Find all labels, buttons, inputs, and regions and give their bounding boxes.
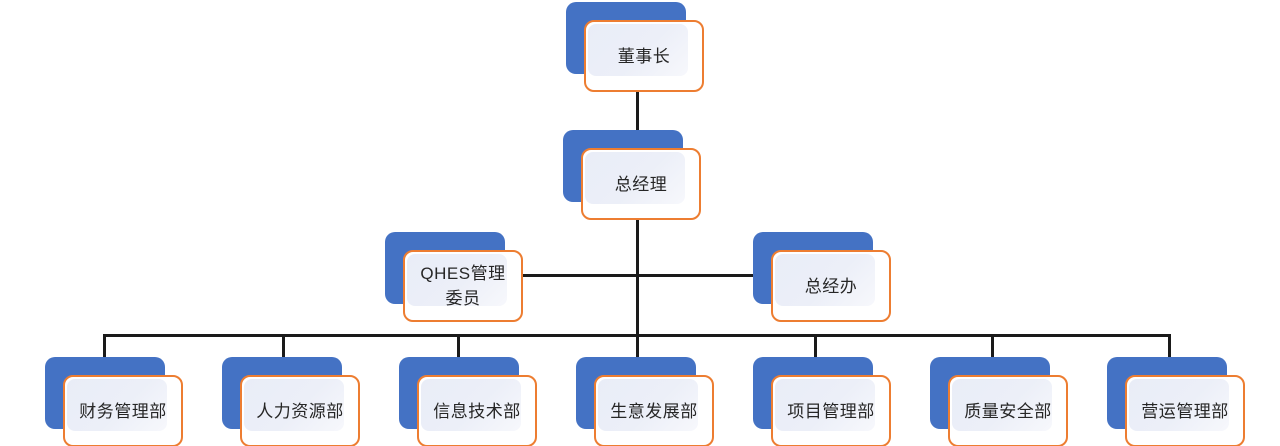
connector-chairman-to-gm bbox=[636, 85, 639, 141]
node-card-fill bbox=[775, 379, 875, 431]
node-card bbox=[584, 20, 704, 92]
org-node-department-quality-safety[interactable]: 质量安全部 bbox=[930, 357, 1068, 446]
node-card bbox=[417, 375, 537, 446]
node-card-fill bbox=[588, 24, 688, 76]
connector-drop-operations bbox=[1168, 334, 1171, 366]
connector-drop-quality bbox=[991, 334, 994, 366]
node-card bbox=[771, 375, 891, 446]
node-card bbox=[63, 375, 183, 446]
node-card-fill bbox=[1129, 379, 1229, 431]
org-node-general-manager-office[interactable]: 总经办 bbox=[753, 232, 891, 322]
connector-drop-business bbox=[636, 334, 639, 366]
node-card bbox=[1125, 375, 1245, 446]
connector-drop-project bbox=[814, 334, 817, 366]
org-node-department-operations-management[interactable]: 营运管理部 bbox=[1107, 357, 1245, 446]
node-card-fill bbox=[67, 379, 167, 431]
node-card-fill bbox=[775, 254, 875, 306]
node-card bbox=[771, 250, 891, 322]
node-card-fill bbox=[244, 379, 344, 431]
org-node-department-human-resources[interactable]: 人力资源部 bbox=[222, 357, 360, 446]
org-node-department-information-technology[interactable]: 信息技术部 bbox=[399, 357, 537, 446]
node-card-fill bbox=[585, 152, 685, 204]
node-card-fill bbox=[407, 254, 507, 306]
org-node-qhes-management-committee[interactable]: QHES管理 委员 bbox=[385, 232, 523, 322]
node-card-fill bbox=[421, 379, 521, 431]
connector-drop-it bbox=[457, 334, 460, 366]
org-node-department-project-management[interactable]: 项目管理部 bbox=[753, 357, 891, 446]
org-node-general-manager[interactable]: 总经理 bbox=[563, 130, 701, 220]
node-card bbox=[403, 250, 523, 322]
node-card bbox=[240, 375, 360, 446]
connector-drop-hr bbox=[282, 334, 285, 366]
connector-qhes-to-gm-office bbox=[516, 274, 764, 277]
node-card bbox=[581, 148, 701, 220]
node-card-fill bbox=[598, 379, 698, 431]
node-card bbox=[948, 375, 1068, 446]
connector-drop-finance bbox=[103, 334, 106, 366]
org-node-department-finance-management[interactable]: 财务管理部 bbox=[45, 357, 183, 446]
node-card bbox=[594, 375, 714, 446]
node-card-fill bbox=[952, 379, 1052, 431]
org-node-department-business-development[interactable]: 生意发展部 bbox=[576, 357, 714, 446]
org-node-chairman[interactable]: 董事长 bbox=[566, 2, 704, 92]
